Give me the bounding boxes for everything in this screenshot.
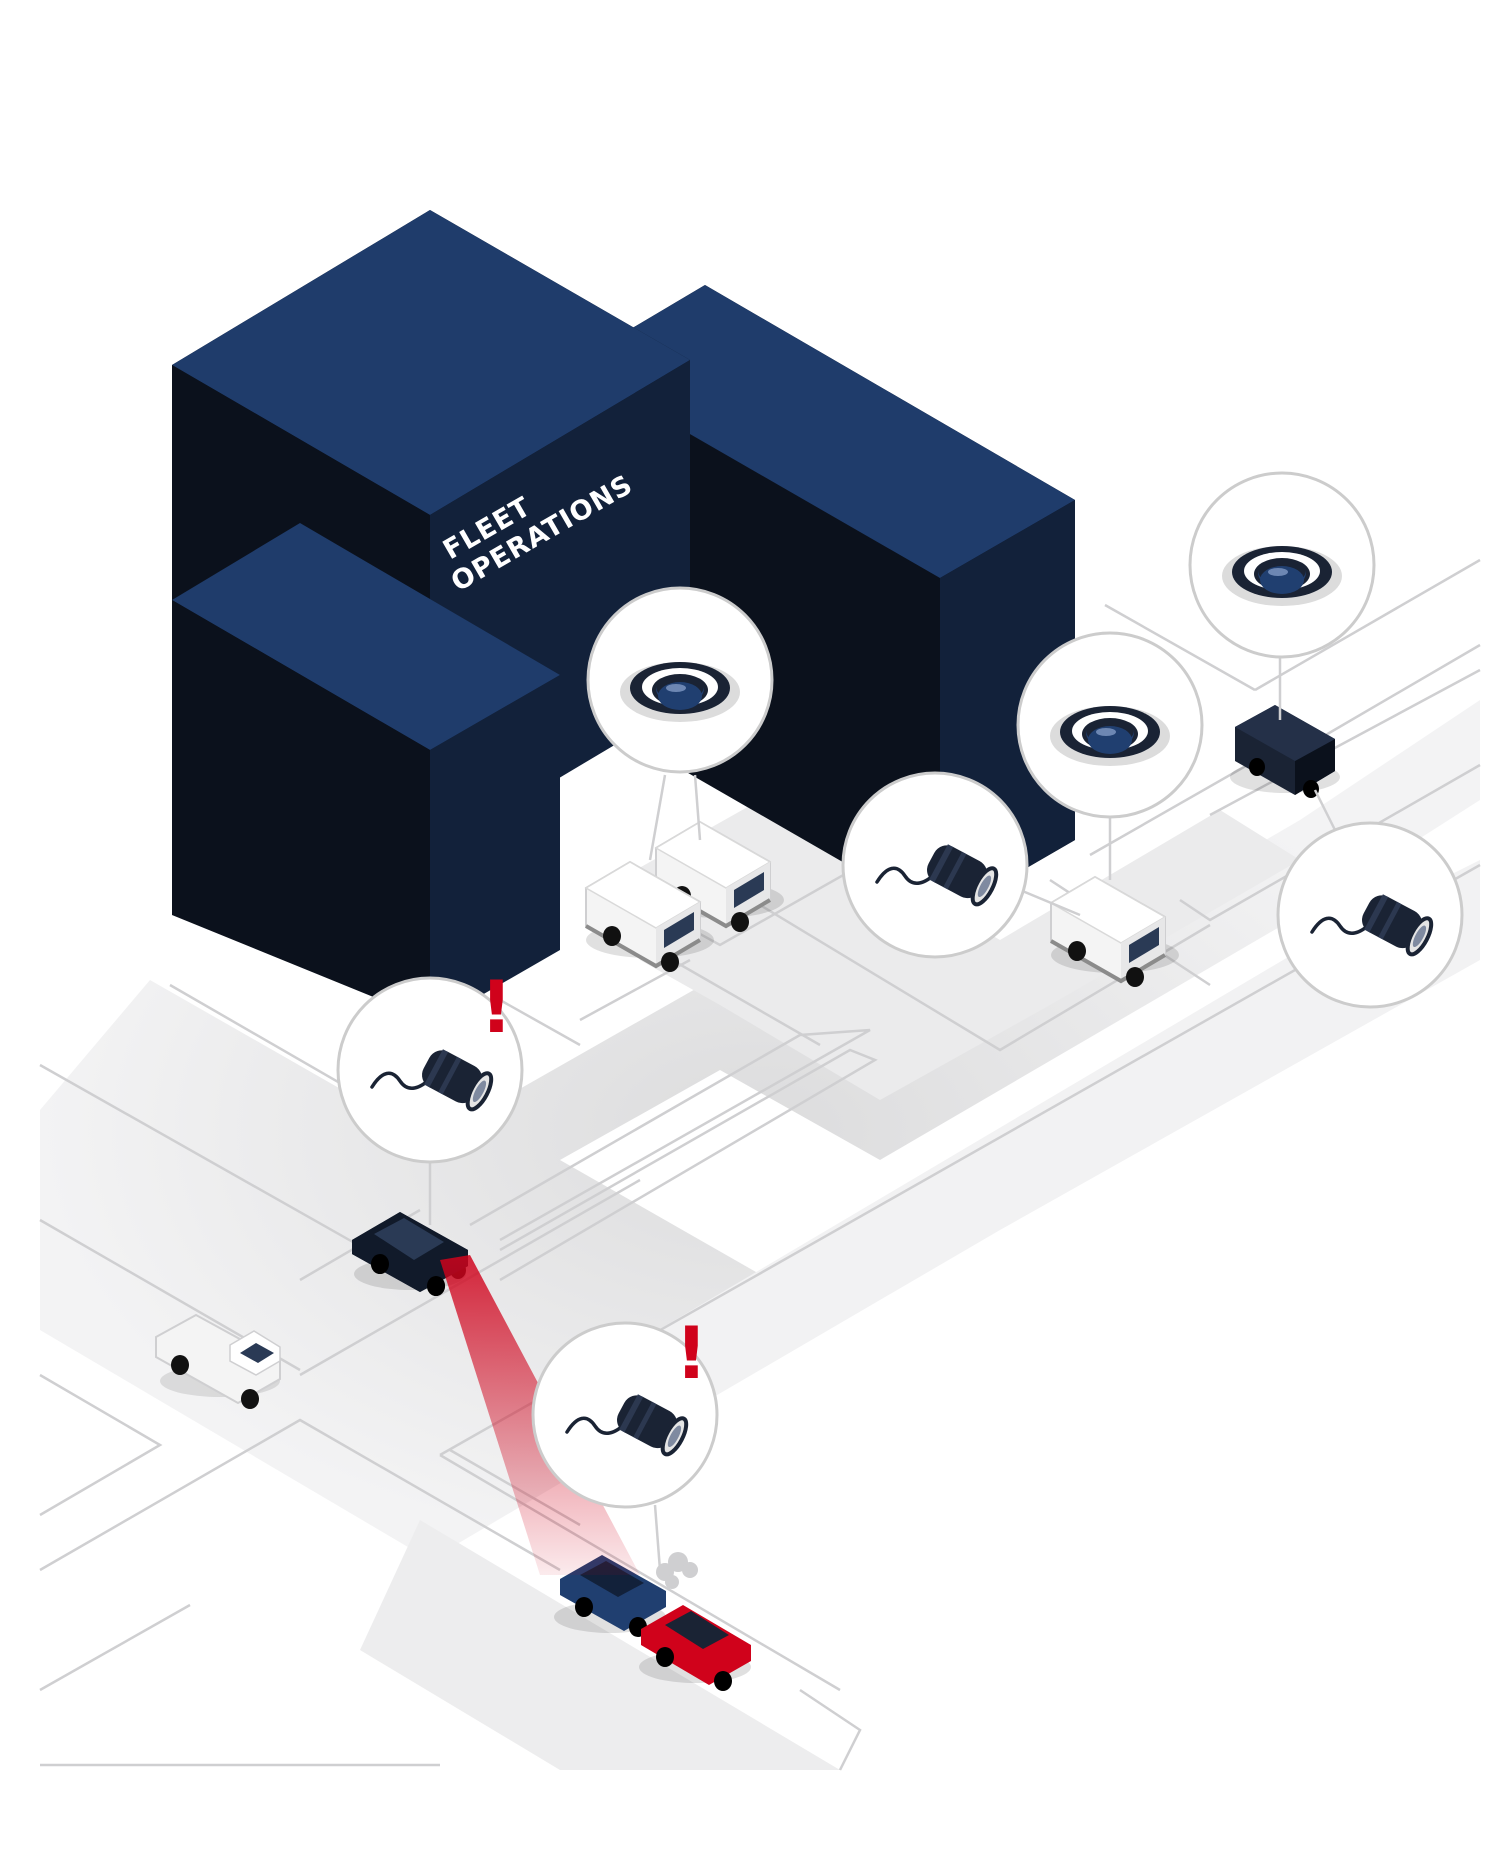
- alert-icon: !: [675, 1311, 708, 1395]
- collision-smoke: [656, 1552, 698, 1589]
- dome-camera-icon: [620, 662, 740, 722]
- dome-camera-callout-3: [1188, 471, 1376, 659]
- dash-camera-alert-callout-1: !: [336, 965, 524, 1164]
- dome-camera-icon: [1050, 706, 1170, 766]
- road-network: [39, 558, 1481, 1771]
- dash-camera-callout-2: [1276, 821, 1464, 1009]
- alert-icon: !: [480, 965, 513, 1049]
- security-suv: [1230, 705, 1340, 798]
- red-sedan: [639, 1605, 751, 1691]
- dome-camera-icon: [1222, 546, 1342, 606]
- dark-sedan: [352, 1212, 468, 1296]
- dash-camera-alert-callout-2: !: [531, 1311, 719, 1509]
- vehicles: [155, 705, 1340, 1691]
- dash-camera-callout-1: [841, 771, 1029, 959]
- white-pickup: [155, 1313, 281, 1409]
- dome-camera-callout-1: [586, 586, 774, 774]
- dome-camera-callout-2: [1016, 631, 1204, 819]
- connector-lines: [428, 655, 1337, 1571]
